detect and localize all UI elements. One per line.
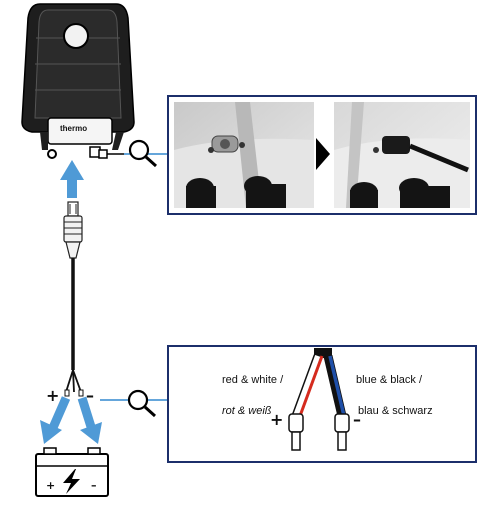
detail-plus-label: + [270, 410, 284, 429]
wire-detail-panel [167, 345, 477, 463]
arrow-down-left-icon [40, 396, 71, 444]
heater-socket [89, 146, 124, 159]
label-blue-black-de: blau & schwarz [358, 405, 433, 417]
brand-plate [47, 117, 113, 145]
arrow-down-right-icon [77, 396, 102, 444]
wire-ferrule-left [288, 413, 304, 451]
arrow-up-icon [60, 160, 84, 198]
lightning-icon [63, 469, 80, 494]
label-red-white-de: rot & weiß [222, 405, 272, 417]
wire-blue-black [323, 354, 347, 418]
detail-minus-label: – [353, 410, 361, 429]
photo-plug-inserted [334, 102, 470, 208]
magnifier-icon [128, 139, 158, 168]
wire-red-white [291, 354, 324, 418]
photo-socket [174, 102, 314, 208]
battery-icon [35, 447, 109, 497]
connection-cable [63, 201, 84, 397]
magnifier-icon [127, 389, 157, 418]
label-red-white-en: red & white / [222, 374, 284, 386]
wire-ferrule-right [334, 413, 350, 451]
cable-minus-label: – [86, 386, 94, 405]
heater-brand-label: thermo [60, 124, 88, 133]
connection-photo-panel [167, 95, 477, 215]
label-blue-black-en: blue & black / [356, 374, 423, 386]
water-heater [21, 3, 135, 159]
arrow-right-icon [316, 138, 330, 170]
thermostat-knob [63, 23, 89, 49]
battery-plus-label: + [46, 479, 56, 492]
battery-minus-label: – [91, 479, 97, 492]
cable-plus-label: + [46, 386, 60, 405]
